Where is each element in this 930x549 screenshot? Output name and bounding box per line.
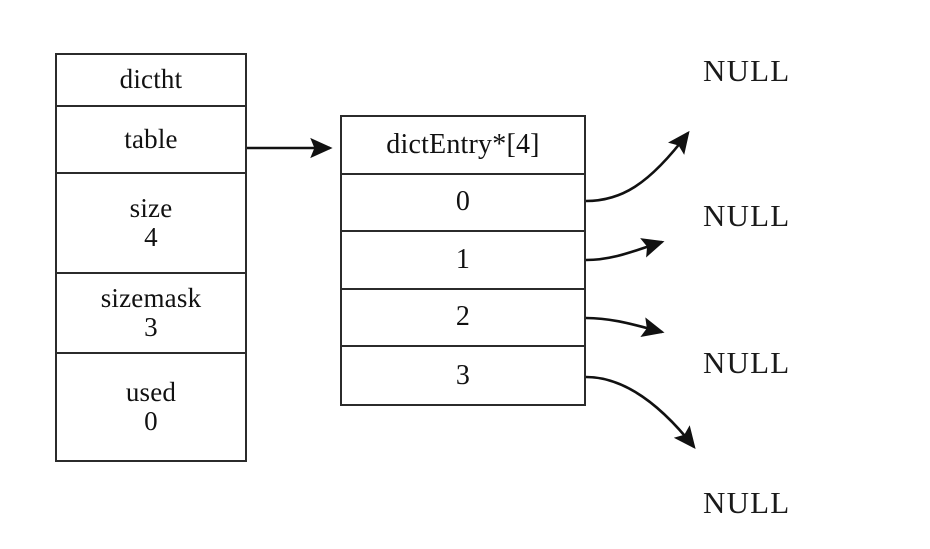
dictentry-slot-3: 3	[342, 347, 584, 404]
slot-0-null-arrow	[585, 130, 690, 203]
dictentry-slot-2: 2	[342, 289, 584, 348]
dictentry-slot-0: 0	[342, 174, 584, 233]
dictht-field-sizemask: sizemask 3	[57, 274, 245, 354]
dictentry-slot-0-index: 0	[455, 186, 471, 218]
dictht-field-sizemask-value: 3	[144, 312, 158, 342]
null-label-2: NULL	[703, 345, 791, 380]
dictht-field-used-label: used	[125, 376, 177, 407]
dictentry-array-header: dictEntry*[4]	[342, 117, 584, 175]
dictht-field-sizemask-label: sizemask	[100, 282, 202, 313]
dictht-struct-box: dictht table size 4 sizemask 3 used 0	[55, 53, 247, 462]
dictentry-array-header-label: dictEntry*[4]	[386, 128, 540, 160]
dictht-field-size-label: size	[129, 192, 173, 223]
dictentry-slot-1: 1	[342, 232, 584, 290]
dictentry-array-box: dictEntry*[4] 0 1 2 3	[340, 115, 586, 406]
dictht-field-size: size 4	[57, 174, 245, 274]
dictht-field-size-value: 4	[144, 222, 158, 252]
dictentry-slot-3-index: 3	[455, 359, 471, 391]
dictentry-slot-2-index: 2	[455, 301, 471, 333]
dictht-field-table-label: table	[124, 123, 178, 154]
dictht-field-used: used 0	[57, 354, 245, 460]
dictht-title-label: dictht	[119, 64, 183, 95]
slot-2-null-arrow	[585, 316, 665, 338]
null-label-1: NULL	[703, 198, 791, 233]
slot-3-null-arrow	[585, 375, 696, 450]
dictht-field-table: table	[57, 107, 245, 174]
null-label-3: NULL	[703, 485, 791, 520]
slot-1-null-arrow	[585, 238, 665, 262]
dictentry-slot-1-index: 1	[455, 243, 471, 275]
null-label-0: NULL	[703, 53, 791, 88]
dictht-field-used-value: 0	[144, 406, 158, 436]
dictht-title-row: dictht	[57, 55, 245, 107]
